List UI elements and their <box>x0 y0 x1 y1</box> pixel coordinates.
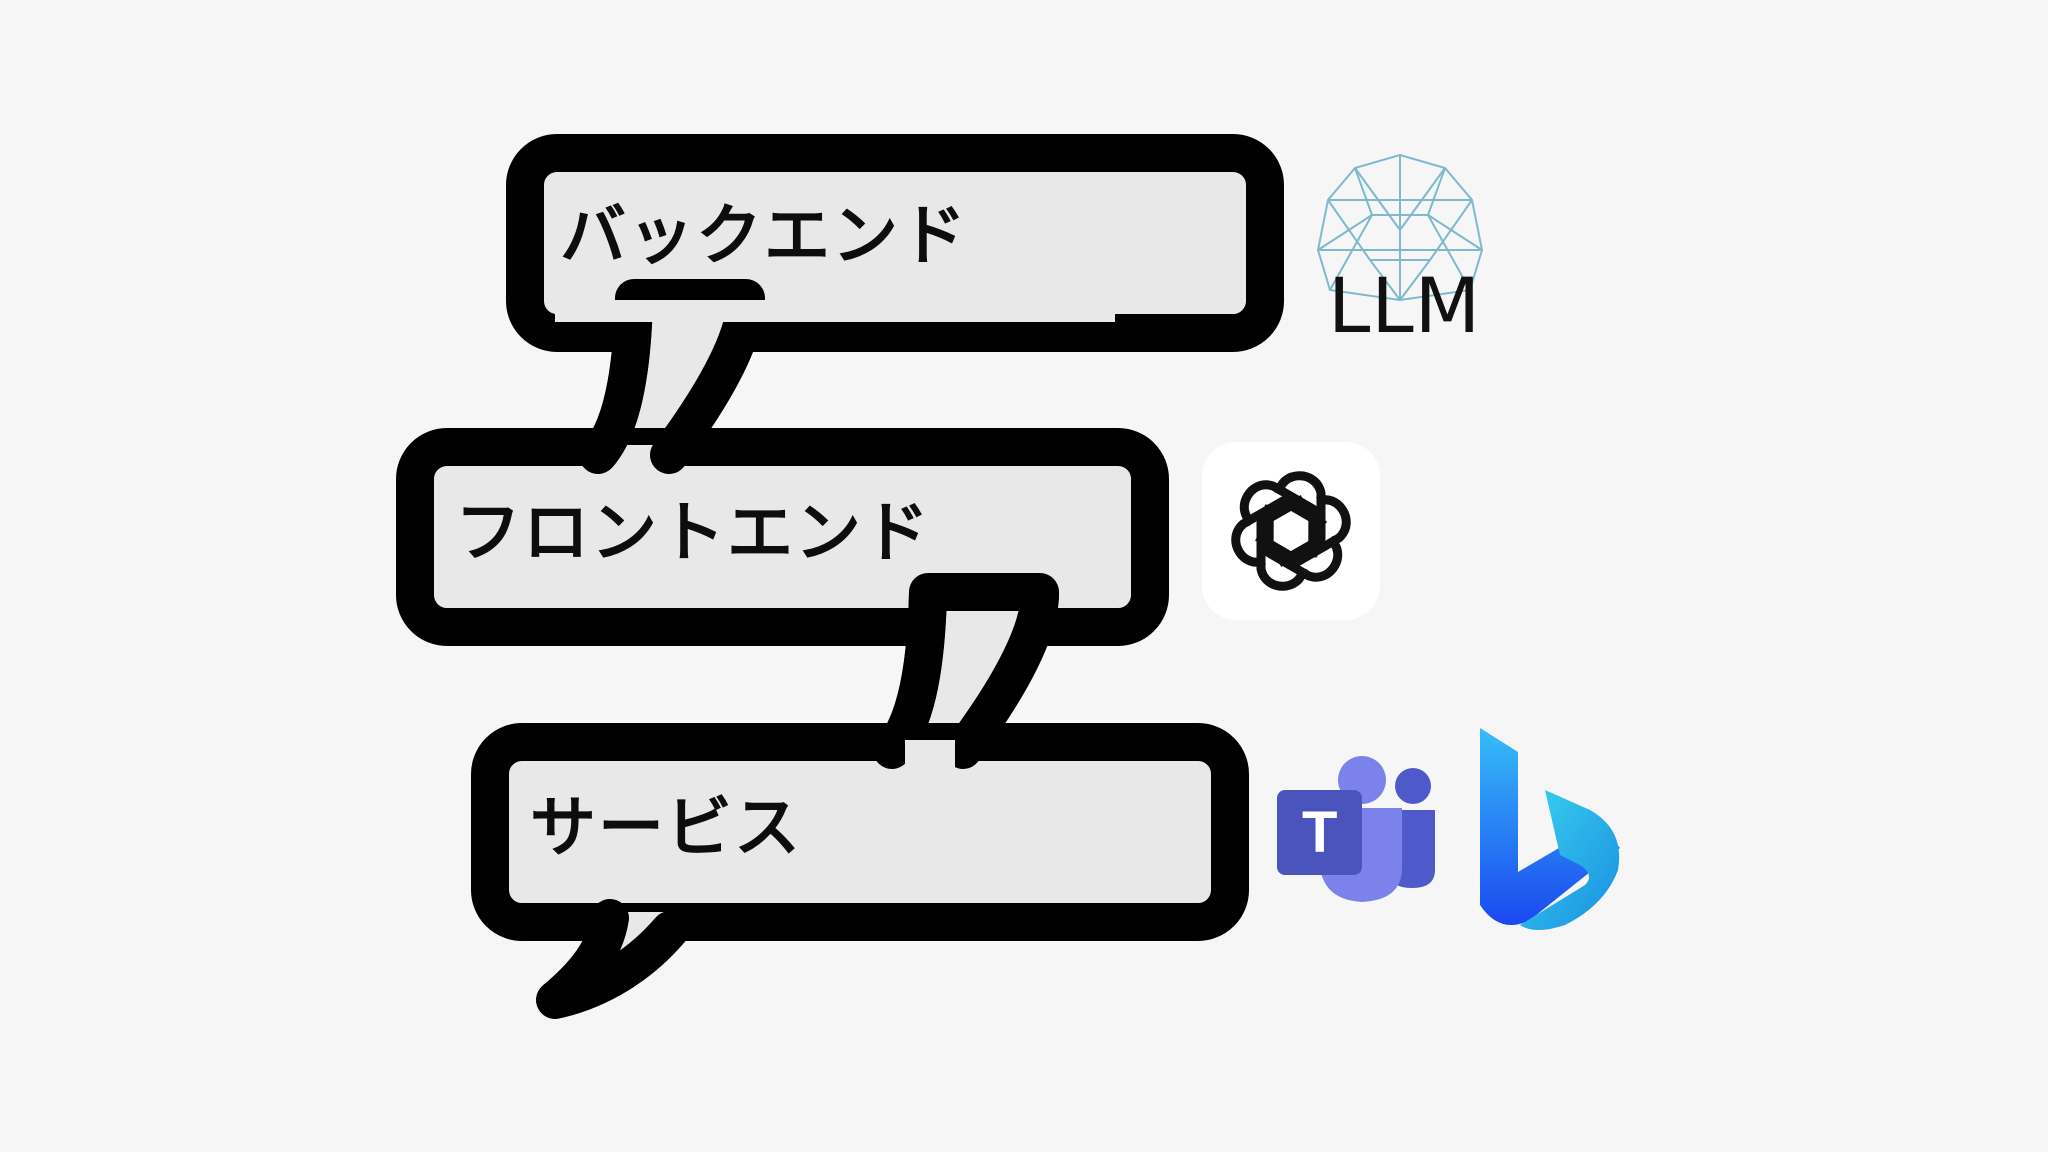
bubble-1-bottom-gap <box>555 300 1115 322</box>
teams-letter: T <box>1302 800 1338 865</box>
neural-network-brain-icon <box>1316 153 1484 302</box>
backend-label: バックエンド <box>560 197 968 274</box>
bing-icon <box>1480 728 1620 930</box>
service-label: サービス <box>530 789 802 866</box>
microsoft-teams-icon <box>1277 756 1435 902</box>
tail-join-2 <box>905 740 955 770</box>
tail-1-left-edge <box>579 281 653 474</box>
openai-logo-icon <box>1202 442 1380 620</box>
service-bubble-tail <box>536 899 689 1019</box>
tail-2-right-edge <box>944 575 1059 769</box>
service-bubble <box>471 723 1249 941</box>
llm-label: LLM <box>1328 261 1482 350</box>
frontend-label: フロントエンド <box>455 494 931 571</box>
tail-2-left-edge <box>873 575 947 769</box>
